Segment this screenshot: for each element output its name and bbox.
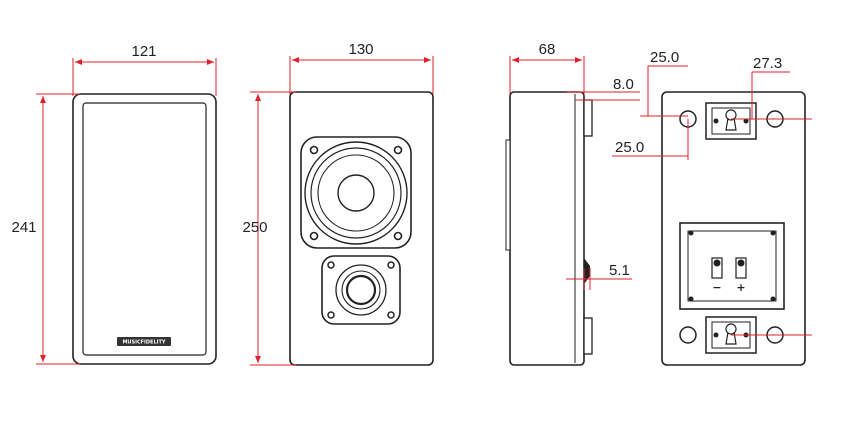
positive-binding-post-icon: [735, 257, 747, 279]
tweeter-screw-icon: [387, 261, 395, 269]
side-protrusion-label: 5.1: [609, 262, 630, 279]
tweeter-ring-outer: [335, 264, 387, 316]
side-bottom-bracket: [583, 317, 593, 355]
side-depth-label: 68: [539, 41, 556, 58]
tweeter-screw-icon: [327, 311, 335, 319]
side-offset-label: 8.0: [613, 76, 634, 93]
driver-height-label: 250: [242, 219, 267, 236]
top-bracket-screw-icon: [743, 118, 749, 124]
driver-width-label: 130: [348, 41, 373, 58]
top-bracket-screw-icon: [713, 118, 719, 124]
woofer-screw-icon: [309, 231, 319, 241]
negative-binding-post-icon: [711, 257, 723, 279]
terminal-screw-icon: [770, 230, 776, 236]
brand-logo-badge: [117, 337, 171, 346]
back-view: − + 25.0 27.3 25.0: [612, 49, 812, 366]
woofer-screw-icon: [393, 145, 403, 155]
side-baffle-edge: [505, 139, 511, 251]
front-grille: [82, 102, 207, 356]
front-height-label: 241: [11, 219, 36, 236]
back-top-right-dimension-label: 27.3: [753, 55, 782, 72]
woofer-cone: [317, 154, 395, 232]
bottom-keyhole-icon: [725, 323, 737, 345]
woofer-surround-inner: [310, 147, 402, 239]
front-enclosure: [72, 93, 217, 365]
side-enclosure: [509, 91, 585, 366]
woofer-dust-cap: [337, 174, 375, 212]
tweeter-screw-icon: [327, 261, 335, 269]
bottom-bracket-screw-icon: [713, 332, 719, 338]
back-mid-left-dimension-label: 25.0: [615, 139, 644, 156]
terminal-plus-label: +: [736, 281, 745, 294]
tweeter-dome: [345, 274, 377, 306]
tweeter-screw-icon: [387, 311, 395, 319]
brand-logo-text: MUSICFIDELITY: [122, 340, 165, 346]
driver-view: 130 250: [242, 41, 434, 366]
woofer-screw-icon: [393, 231, 403, 241]
terminal-minus-label: −: [712, 281, 721, 294]
front-width-label: 121: [131, 43, 156, 60]
terminal-screw-icon: [770, 296, 776, 302]
side-top-bracket: [583, 99, 593, 137]
front-view: MUSICFIDELITY 121 241: [11, 43, 217, 365]
side-view: 68 8.0 5.1: [505, 41, 640, 366]
terminal-screw-icon: [688, 230, 694, 236]
side-terminal-bump: [584, 258, 590, 284]
terminal-recess: [687, 230, 777, 302]
top-keyhole-icon: [725, 109, 737, 131]
back-top-left-dimension-label: 25.0: [650, 49, 679, 66]
woofer-screw-icon: [309, 145, 319, 155]
tweeter-ring-inner: [341, 270, 381, 310]
bottom-left-hole: [679, 326, 697, 344]
woofer-surround-outer: [304, 141, 408, 245]
terminal-screw-icon: [688, 296, 694, 302]
